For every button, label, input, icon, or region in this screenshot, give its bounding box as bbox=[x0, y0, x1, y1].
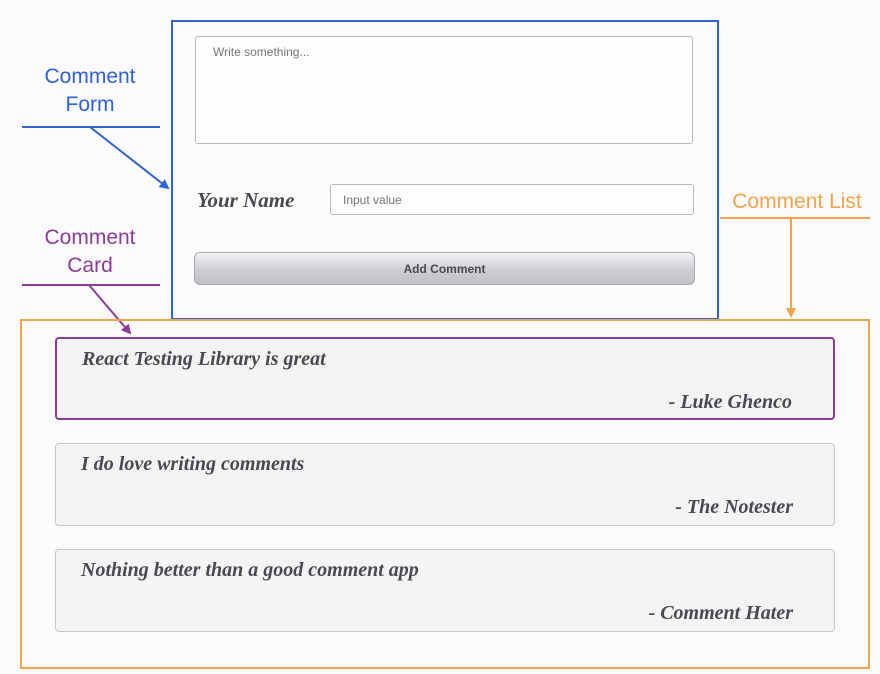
comment-form-callout-line2: Form bbox=[65, 93, 115, 116]
comment-form-callout: Comment Form bbox=[24, 63, 156, 119]
comment-textarea[interactable] bbox=[195, 36, 693, 144]
comment-form: Your Name Add Comment bbox=[171, 20, 719, 320]
comment-text: I do love writing comments bbox=[81, 453, 305, 475]
comment-card-callout-line2: Card bbox=[67, 254, 113, 277]
comment-card-callout: Comment Card bbox=[24, 224, 156, 280]
comment-form-pointer bbox=[22, 126, 170, 190]
comment-card-pointer bbox=[22, 284, 160, 335]
comment-list: React Testing Library is great - Luke Gh… bbox=[20, 319, 870, 669]
comment-list-pointer bbox=[720, 217, 870, 318]
comment-form-callout-line1: Comment bbox=[44, 65, 136, 88]
your-name-label: Your Name bbox=[197, 188, 295, 212]
comment-card-callout-line1: Comment bbox=[44, 226, 136, 249]
comment-author: - The Notester bbox=[675, 496, 793, 518]
add-comment-button[interactable]: Add Comment bbox=[194, 252, 695, 285]
comment-card: React Testing Library is great - Luke Gh… bbox=[55, 337, 835, 420]
comment-text: React Testing Library is great bbox=[82, 348, 326, 370]
comment-list-callout: Comment List bbox=[722, 188, 872, 216]
comment-card: I do love writing comments - The Noteste… bbox=[55, 443, 835, 526]
name-input[interactable] bbox=[330, 184, 694, 215]
comment-list-callout-label: Comment List bbox=[732, 190, 862, 213]
comment-author: - Comment Hater bbox=[648, 602, 793, 624]
comment-card: Nothing better than a good comment app -… bbox=[55, 549, 835, 632]
comment-author: - Luke Ghenco bbox=[668, 391, 792, 413]
comment-text: Nothing better than a good comment app bbox=[81, 559, 419, 581]
